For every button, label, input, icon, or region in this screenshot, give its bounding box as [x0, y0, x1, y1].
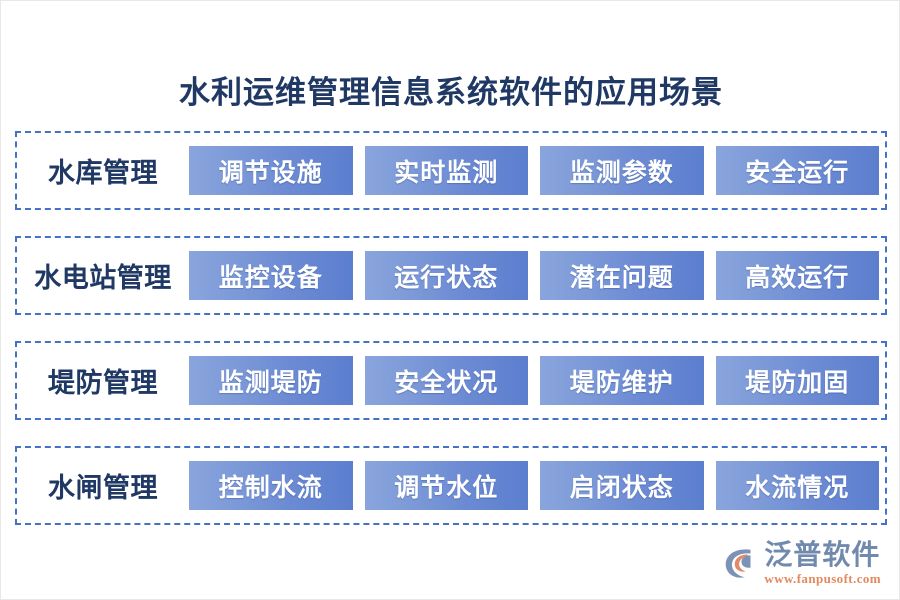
scenario-chip[interactable]: 控制水流 — [189, 461, 353, 510]
scenario-chip-group: 监测堤防 安全状况 堤防维护 堤防加固 — [189, 356, 885, 405]
scenario-row-label: 水库管理 — [48, 158, 158, 188]
scenario-row: 水电站管理 监控设备 运行状态 潜在问题 高效运行 — [15, 236, 887, 315]
scenario-chip[interactable]: 潜在问题 — [540, 251, 704, 300]
scenario-chip[interactable]: 监测参数 — [540, 146, 704, 195]
scenario-chip-group: 调节设施 实时监测 监测参数 安全运行 — [189, 146, 885, 195]
scenario-chip-group: 控制水流 调节水位 启闭状态 水流情况 — [189, 461, 885, 510]
scenario-row-label: 水电站管理 — [34, 263, 172, 293]
scenario-row: 水库管理 调节设施 实时监测 监测参数 安全运行 — [15, 131, 887, 210]
brand-url: www.fanpusoft.com — [764, 571, 881, 586]
scenario-chip[interactable]: 安全运行 — [715, 146, 879, 195]
scenario-chip[interactable]: 调节设施 — [189, 146, 353, 195]
brand-logo: 泛普软件 www.fanpusoft.com — [722, 539, 881, 587]
scenario-chip[interactable]: 堤防维护 — [540, 356, 704, 405]
scenario-chip-group: 监控设备 运行状态 潜在问题 高效运行 — [189, 251, 885, 300]
scenario-chip[interactable]: 启闭状态 — [540, 461, 704, 510]
scenario-chip[interactable]: 堤防加固 — [715, 356, 879, 405]
scenario-row-label: 堤防管理 — [48, 368, 158, 398]
scenario-row: 堤防管理 监测堤防 安全状况 堤防维护 堤防加固 — [15, 341, 887, 420]
page-title: 水利运维管理信息系统软件的应用场景 — [179, 75, 723, 110]
scenario-row-label: 水闸管理 — [48, 473, 158, 503]
scenario-chip[interactable]: 安全状况 — [364, 356, 528, 405]
brand-logo-text: 泛普软件 www.fanpusoft.com — [764, 539, 881, 586]
scenario-chip[interactable]: 监测堤防 — [189, 356, 353, 405]
scenario-chip[interactable]: 实时监测 — [364, 146, 528, 195]
scenario-chip[interactable]: 监控设备 — [189, 251, 353, 300]
scenario-chip[interactable]: 水流情况 — [715, 461, 879, 510]
scenario-chip[interactable]: 高效运行 — [715, 251, 879, 300]
scenario-chip[interactable]: 调节水位 — [364, 461, 528, 510]
scenario-chip[interactable]: 运行状态 — [364, 251, 528, 300]
scenario-rows: 水库管理 调节设施 实时监测 监测参数 安全运行 水电站管理 监控设备 运行状态… — [15, 131, 887, 525]
fanpu-swirl-logo-icon — [722, 544, 760, 582]
scenario-row: 水闸管理 控制水流 调节水位 启闭状态 水流情况 — [15, 446, 887, 525]
brand-name: 泛普软件 — [764, 539, 881, 570]
